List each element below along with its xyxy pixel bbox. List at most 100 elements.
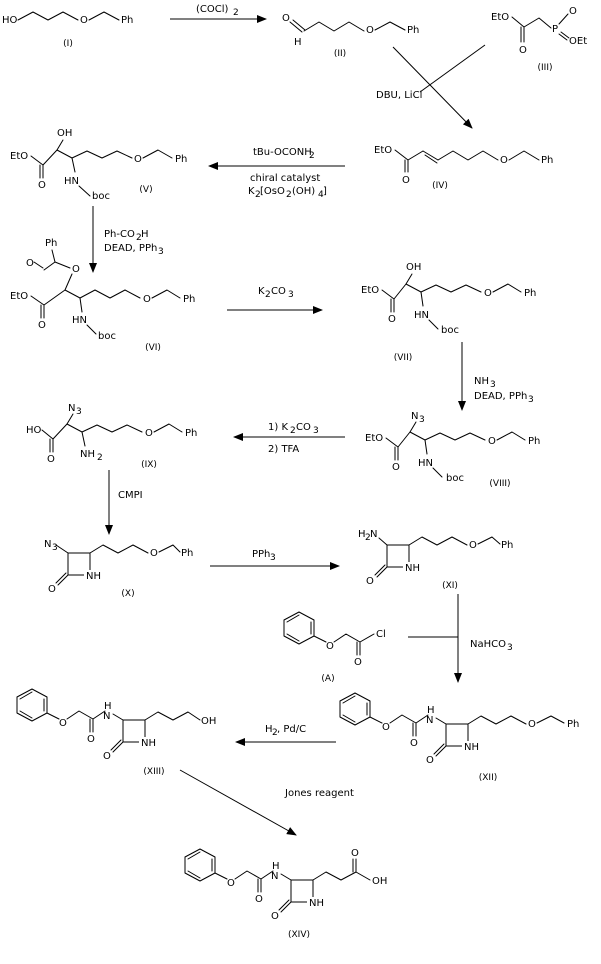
bond: [381, 283, 482, 300]
atom-O: O: [80, 15, 88, 26]
bond: [112, 713, 124, 721]
svg-text:]: ]: [323, 186, 327, 197]
bond-double: [49, 438, 54, 453]
bond: [558, 13, 569, 25]
bond-double: [89, 718, 94, 733]
compound-XIV: O O H N O NH O OH (XIV): [184, 848, 387, 940]
atom-boc: boc: [98, 331, 116, 342]
benzene-inner: [19, 691, 45, 719]
benzene-ring: [283, 611, 315, 645]
bond-double: [374, 564, 388, 578]
atom-HO: HO: [2, 15, 18, 26]
bond: [234, 870, 262, 880]
atom-OH: OH: [201, 716, 216, 727]
atom-HO: HO: [26, 425, 42, 436]
atom-Ph: Ph: [183, 294, 195, 305]
svg-text:2: 2: [290, 426, 296, 436]
atom-O: O: [366, 25, 374, 36]
atom-O: O: [469, 540, 477, 551]
bond: [420, 291, 424, 307]
bond-double: [289, 19, 306, 33]
atom-N3-sub: 3: [52, 543, 58, 553]
bond: [280, 873, 292, 881]
label-I: (I): [63, 39, 73, 49]
atom-Ph: Ph: [185, 428, 197, 439]
bond: [260, 870, 274, 880]
benzene-inner: [342, 695, 368, 723]
bond-double: [257, 878, 262, 893]
atom-boc: boc: [441, 325, 459, 336]
reagent-step1: (COCl): [196, 4, 229, 15]
bond: [409, 421, 417, 433]
atom-N3: N: [411, 411, 418, 422]
bond: [43, 249, 71, 271]
label-IV: (IV): [432, 181, 448, 191]
bond: [17, 11, 79, 21]
compound-III: EtO O P O OEt (III): [491, 6, 587, 73]
atom-OEt: OEt: [569, 36, 587, 47]
reagent-step3-b: chiral catalyst: [250, 173, 320, 184]
svg-text:DEAD, PPh: DEAD, PPh: [474, 391, 527, 402]
svg-text:CO: CO: [296, 422, 311, 433]
reagent-step2: DBU, LiCl: [376, 90, 422, 101]
nh-mask: [403, 562, 419, 573]
reagent-step3-c: K 2 [OsO 2 (OH) 4 ]: [248, 186, 327, 200]
atom-O: O: [38, 180, 46, 191]
bond: [30, 149, 133, 166]
bond-double: [394, 446, 399, 461]
bond: [428, 319, 439, 330]
bond-double: [352, 858, 357, 873]
bond: [66, 710, 94, 720]
bond-double: [55, 572, 69, 586]
atom-N3-sub: 3: [419, 415, 425, 425]
label-X: (X): [121, 589, 134, 599]
atom-HN: HN: [64, 176, 79, 187]
label-XII: (XII): [479, 773, 498, 783]
bond-double: [433, 743, 447, 757]
atom-P: P: [552, 24, 558, 35]
bond: [92, 710, 106, 720]
reagent-step3-a-sub: 2: [309, 151, 315, 161]
atom-EtO: EtO: [374, 145, 392, 156]
atom-O: O: [500, 155, 508, 166]
bond: [41, 423, 143, 440]
bond: [437, 150, 499, 161]
bond: [79, 297, 83, 313]
bond: [435, 717, 447, 725]
reagent-step7-b: 2) TFA: [268, 444, 299, 455]
bond: [46, 712, 60, 720]
nh-mask: [139, 737, 155, 748]
label-II: (II): [334, 49, 346, 59]
bond: [158, 544, 181, 553]
atom-OH: OH: [57, 128, 72, 139]
bond: [424, 439, 428, 455]
atom-Ph: Ph: [407, 25, 419, 36]
nh-mask: [84, 570, 100, 581]
reagent-step10: NaHCO 3: [470, 639, 513, 653]
bond: [86, 324, 97, 335]
atom-O: O: [282, 13, 290, 24]
atom-NH: NH: [86, 571, 101, 582]
atom-O: O: [351, 848, 359, 859]
reagent-step9: PPh 3: [252, 549, 276, 563]
atom-O: O: [227, 878, 235, 889]
bond: [467, 715, 527, 725]
atom-O: O: [150, 548, 158, 559]
atom-O: O: [382, 722, 390, 733]
atom-O: O: [366, 576, 374, 587]
svg-text:(OH): (OH): [292, 186, 315, 197]
atom-EtO: EtO: [10, 291, 28, 302]
bond-double: [40, 304, 45, 319]
svg-text:NH: NH: [474, 376, 489, 387]
atom-O: O: [255, 894, 263, 905]
atom-O: O: [426, 755, 434, 766]
atom-O: O: [488, 436, 496, 447]
atom-O: O: [103, 751, 111, 762]
atom-NH: NH: [464, 742, 479, 753]
atom-O: O: [484, 288, 492, 299]
atom-O: O: [326, 641, 334, 652]
svg-text:4: 4: [318, 190, 324, 200]
atom-N: N: [271, 871, 278, 882]
atom-O: O: [145, 428, 153, 439]
compound-VII: OH EtO O O Ph HN boc (VII): [361, 262, 536, 363]
